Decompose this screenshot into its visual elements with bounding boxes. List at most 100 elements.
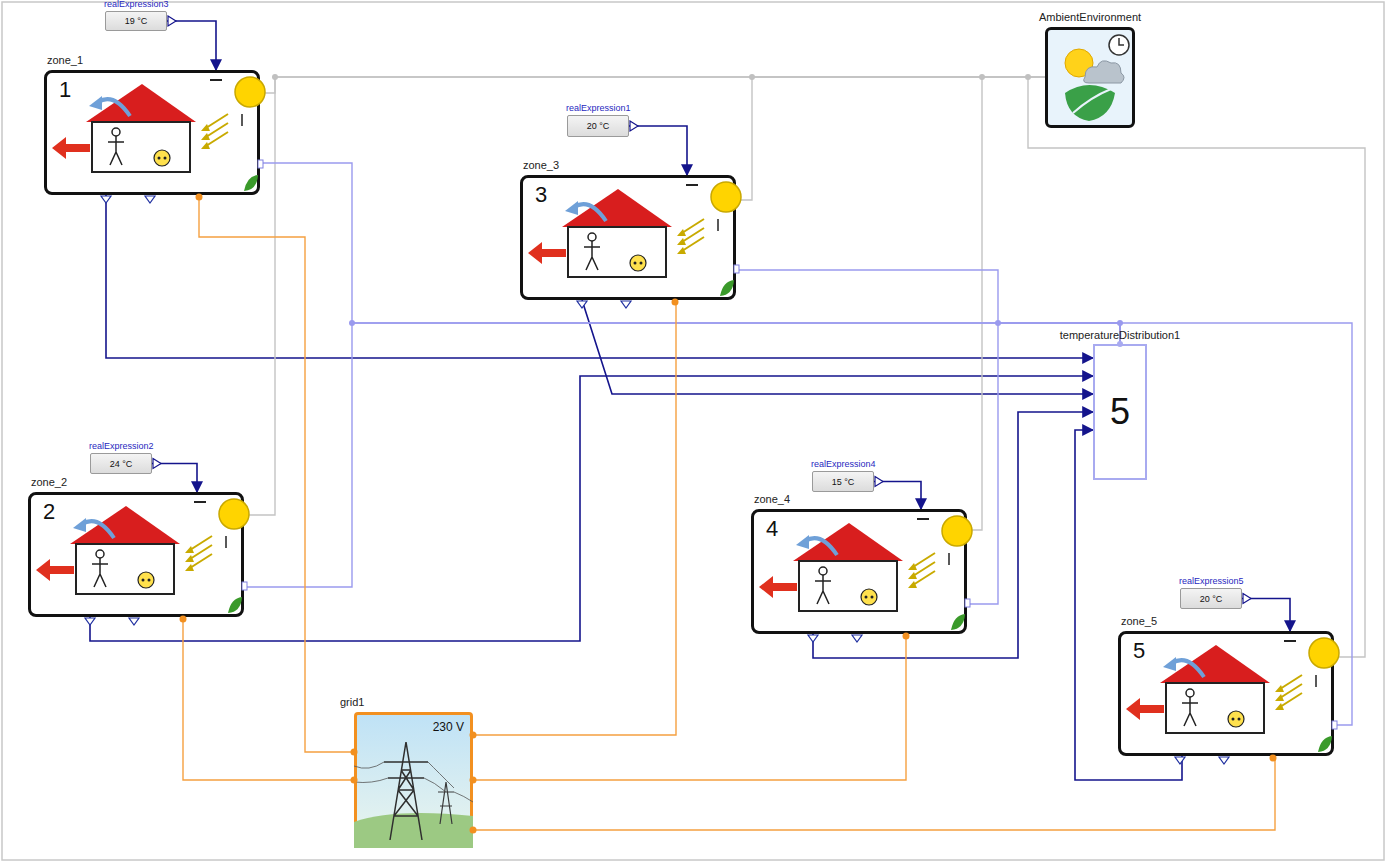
heat-loss-arrow	[759, 576, 797, 598]
setpoint-value: 20 °C	[587, 121, 610, 131]
connector	[1028, 77, 1365, 657]
electric-port	[903, 633, 910, 640]
real-expression-block: realExpression319 °C	[105, 11, 167, 31]
radiation-ray	[190, 554, 212, 568]
output-port	[153, 459, 161, 469]
radiation-head	[677, 247, 686, 254]
socket	[154, 150, 170, 166]
grid-block: grid1230 V	[354, 712, 473, 848]
socket-pin	[1232, 718, 1235, 721]
zone-number: 2	[43, 499, 55, 524]
socket-pin	[634, 262, 637, 265]
zone-block: zone_11	[44, 70, 260, 195]
block-name: zone_2	[31, 476, 67, 489]
connector	[152, 464, 197, 493]
block-name: realExpression5	[1179, 576, 1244, 586]
connector	[167, 21, 216, 70]
radiation-ray	[206, 132, 228, 146]
output-port	[129, 618, 139, 625]
minus-mark	[917, 518, 929, 520]
junction-dot	[272, 74, 278, 80]
minus-mark	[1284, 640, 1296, 642]
zone-block: zone_22	[28, 492, 244, 617]
voltage-value: 230 V	[433, 721, 464, 735]
block-name: realExpression1	[566, 103, 631, 113]
socket-pin	[164, 157, 167, 160]
heat-loss-arrow	[36, 559, 74, 581]
connector	[199, 195, 354, 752]
block-icon	[1045, 27, 1135, 128]
tick-mark	[241, 114, 243, 126]
real-expression-block: realExpression120 °C	[567, 115, 629, 137]
roof	[70, 506, 180, 544]
radiation-head	[201, 133, 210, 140]
output-port	[168, 16, 176, 26]
house-body	[92, 122, 190, 172]
setpoint-value: 20 °C	[1200, 593, 1223, 603]
zone-block: zone_55	[1118, 631, 1334, 756]
ventilation-arrow	[1172, 660, 1204, 677]
setpoint-value: 19 °C	[125, 16, 148, 26]
real-expression-block: realExpression224 °C	[90, 453, 152, 474]
heat-port	[734, 265, 739, 273]
tick-mark	[1315, 675, 1317, 687]
ventilation-arrow	[805, 538, 837, 555]
radiation-head	[908, 572, 917, 579]
junction-dot	[1025, 74, 1031, 80]
output-port	[630, 121, 638, 131]
hill	[354, 813, 473, 848]
output-port	[1243, 594, 1251, 604]
block-name: grid1	[340, 696, 364, 709]
sun-port	[1309, 638, 1339, 668]
radiation-head	[1275, 694, 1284, 701]
house-body	[799, 561, 897, 611]
ambient-block: AmbientEnvironment	[1045, 27, 1135, 128]
person-body	[815, 575, 831, 604]
connector	[244, 323, 1120, 587]
radiation-head	[185, 555, 194, 562]
leaf	[951, 614, 965, 630]
heat-port	[258, 160, 263, 168]
junction-dot	[349, 320, 355, 326]
tick-mark	[225, 536, 227, 548]
block-name: zone_3	[523, 159, 559, 172]
electric-port	[1270, 755, 1277, 762]
ventilation-head	[73, 518, 86, 532]
minus-mark	[210, 79, 222, 81]
roof	[1160, 645, 1270, 683]
electric-port	[351, 777, 358, 784]
electric-port	[351, 749, 358, 756]
output-port	[145, 196, 155, 203]
cloud	[1084, 61, 1124, 83]
electric-port	[672, 299, 679, 306]
output-port	[101, 196, 111, 203]
socket	[630, 255, 646, 271]
clock	[1109, 35, 1129, 55]
block-icon	[1118, 631, 1334, 756]
socket-pin	[871, 596, 874, 599]
radiation-head	[201, 142, 210, 149]
connector	[260, 77, 1045, 93]
block-name: realExpression2	[89, 441, 154, 451]
minus-mark	[686, 184, 698, 186]
leaf-vein	[1073, 89, 1111, 113]
heat-loss-arrow	[1126, 698, 1164, 720]
electric-port	[470, 777, 477, 784]
block-name: AmbientEnvironment	[1039, 11, 1141, 24]
distribution-block: temperatureDistribution15	[1093, 344, 1147, 480]
output-port	[808, 635, 818, 642]
tick-mark	[717, 219, 719, 231]
junction-dot	[749, 74, 755, 80]
leaf	[1318, 736, 1332, 752]
ventilation-head	[89, 96, 102, 110]
output-port	[1219, 757, 1229, 764]
clock-hands	[1119, 38, 1124, 45]
leaf	[720, 280, 734, 296]
radiation-head	[677, 229, 686, 236]
power-lines	[354, 762, 473, 802]
roof	[562, 189, 672, 227]
sun-port	[942, 516, 972, 546]
radiation-head	[185, 546, 194, 553]
block-icon	[28, 492, 244, 617]
radiation-ray	[913, 571, 935, 585]
